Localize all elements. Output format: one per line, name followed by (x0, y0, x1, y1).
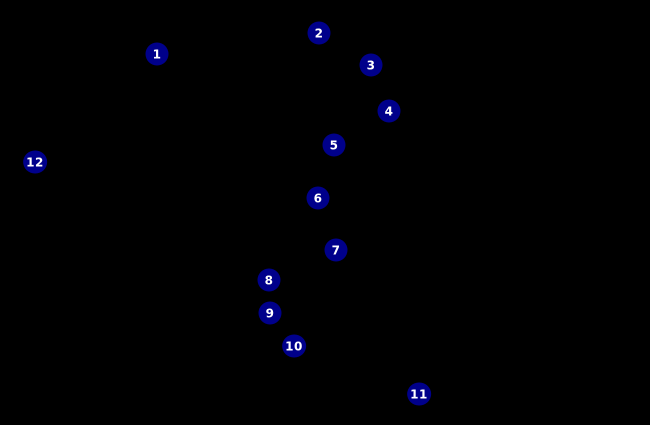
numbered-marker-6[interactable]: 6 (306, 186, 330, 210)
numbered-marker-11[interactable]: 11 (407, 382, 431, 406)
numbered-marker-8[interactable]: 8 (257, 268, 281, 292)
numbered-marker-4[interactable]: 4 (377, 99, 401, 123)
numbered-marker-9[interactable]: 9 (258, 301, 282, 325)
numbered-marker-7[interactable]: 7 (324, 238, 348, 262)
numbered-marker-12[interactable]: 12 (23, 150, 47, 174)
numbered-marker-2[interactable]: 2 (307, 21, 331, 45)
numbered-marker-10[interactable]: 10 (282, 334, 306, 358)
numbered-marker-5[interactable]: 5 (322, 133, 346, 157)
numbered-marker-3[interactable]: 3 (359, 53, 383, 77)
numbered-marker-1[interactable]: 1 (145, 42, 169, 66)
